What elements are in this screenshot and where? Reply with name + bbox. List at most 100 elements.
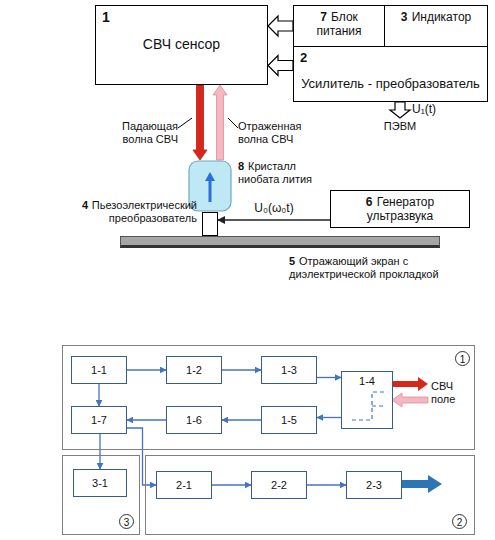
text-block: 3: [119, 514, 134, 529]
box-label: 1-4: [359, 375, 375, 387]
box-label: 3: [124, 517, 130, 528]
reflected-wave-arrow: [213, 85, 227, 160]
process-box: 1-5: [261, 406, 317, 434]
process-box: 1-7: [71, 406, 127, 434]
box-label: 2-3: [366, 479, 382, 492]
signal-arrow: [317, 377, 341, 378]
field-in-arrow: [392, 393, 428, 407]
text-block: 4 Пьезоэлектрический преобразователь: [61, 199, 197, 225]
box-label: 1-7: [91, 414, 107, 427]
data-output-arrow: [401, 475, 442, 493]
amplifier-box: 2Усилитель - преобразователь: [293, 46, 488, 102]
piezo-transducer: 4Пьезоэлектрический преобразователь: [202, 212, 218, 236]
hollow-arrow: [268, 56, 293, 76]
process-box: 3-1: [73, 469, 127, 497]
text-block: 1: [455, 351, 470, 366]
signal-arrow: [222, 419, 261, 420]
box-label: 1-6: [186, 414, 202, 427]
box-label: 1-3: [281, 364, 297, 377]
process-box: 1-6: [166, 406, 222, 434]
callout-number: 1: [102, 9, 261, 26]
process-box: 2-3: [346, 471, 402, 499]
text-block: 1-5: [262, 407, 316, 433]
signal-label: U₀(ω₀t): [234, 201, 314, 215]
annotation-label: Отраженная волна СВЧ: [238, 120, 328, 146]
signal-arrow: [222, 369, 261, 370]
dashed-waveguide: [352, 392, 386, 420]
annotation-label: Падающая волна СВЧ: [90, 120, 178, 146]
reflecting-screen: 5Отражающий экран с диэлектрической прок…: [120, 236, 440, 248]
text-block: 1-7: [72, 407, 126, 433]
waveguide-box: 1-4: [341, 371, 393, 429]
signal-arrow: [127, 419, 166, 420]
box-label: СВЧ сенсор: [102, 36, 261, 53]
process-box: 2-1: [156, 471, 212, 499]
box-label: Генератор ультразвука: [367, 195, 434, 223]
box-label: 1: [460, 354, 466, 365]
process-box: 1-2: [166, 356, 222, 384]
box-label: Кристалл ниобата лития: [238, 160, 312, 185]
signal-arrow: [98, 384, 99, 406]
leader-line: [178, 118, 192, 128]
box-label: Усилитель - преобразователь: [300, 76, 481, 92]
annotation-label: ПЭВМ: [378, 120, 422, 133]
sensor-box: 1СВЧ сенсор: [95, 5, 268, 85]
box-label: 2-1: [176, 479, 192, 492]
text-block: 1-6: [167, 407, 221, 433]
box-label: Пьезоэлектрический преобразователь: [92, 199, 197, 224]
box-label: 1-1: [91, 364, 107, 377]
text-block: 1-4: [342, 372, 392, 391]
callout-number: 5: [289, 255, 295, 267]
field-out-arrow: [392, 377, 428, 391]
annotation-label: СВЧ поле: [431, 380, 471, 406]
signal-arrow: [307, 484, 346, 485]
generator-box: 6Генератор ультразвука: [330, 190, 470, 228]
text-block: 3-1: [74, 470, 126, 496]
box-label: 3-1: [92, 477, 108, 490]
text-block: 3 Индикатор: [385, 6, 487, 28]
signal-arrow: [317, 417, 341, 418]
text-block: 2-2: [252, 472, 306, 498]
signal-arrow: [212, 484, 251, 485]
text-block: 6Генератор ультразвука: [331, 191, 469, 227]
annotation-label: U₁(t): [412, 103, 462, 116]
signal-arrow: [99, 434, 100, 469]
incident-wave-arrow: [193, 85, 207, 160]
group-frame: 1 1-1 1-2 1-3 1-4 1-7 1-6 1-5: [62, 345, 475, 450]
text-block: 5Отражающий экран с диэлектрической прок…: [289, 255, 454, 281]
box-label: 2-2: [271, 479, 287, 492]
group-frame: 3 3-1: [62, 455, 140, 535]
text-block: 1-3: [262, 357, 316, 383]
process-box: 1-1: [71, 356, 127, 384]
indicator-box: 3 Индикатор: [384, 5, 488, 47]
text-block: 1СВЧ сенсор: [96, 6, 267, 56]
callout-number: 4: [82, 199, 88, 211]
callout-number: 8: [238, 160, 244, 172]
group-frame: 2 2-1 2-2 2-3: [145, 455, 475, 535]
callout-number: 3: [401, 10, 408, 24]
callout-number: 2: [300, 50, 481, 66]
process-box: 2-2: [251, 471, 307, 499]
callout-number: 6: [366, 195, 373, 209]
callout-number: 7: [320, 10, 327, 24]
process-box: 1-3: [261, 356, 317, 384]
leader-line: [228, 118, 238, 128]
box-label: 1-5: [281, 414, 297, 427]
power-supply-box: 7Блок питания: [293, 5, 385, 47]
text-block: 2-1: [157, 472, 211, 498]
box-label: Индикатор: [412, 10, 472, 24]
signal-arrow: [218, 219, 330, 220]
signal-arrow: [127, 369, 166, 370]
text-block: 7Блок питания: [294, 6, 384, 42]
signal-arrow: [127, 428, 156, 485]
box-label: Отражающий экран с диэлектрической прокл…: [289, 255, 439, 280]
output-arrow: [390, 102, 410, 118]
text-block: 1-2: [167, 357, 221, 383]
box-label: 1-2: [186, 364, 202, 377]
text-block: 8Кристалл ниобата лития: [238, 160, 333, 186]
text-block: 2-3: [347, 472, 401, 498]
text-block: 2: [452, 514, 467, 529]
text-block: 1-1: [72, 357, 126, 383]
text-block: 2Усилитель - преобразователь: [294, 47, 487, 95]
hollow-arrow: [268, 16, 293, 36]
